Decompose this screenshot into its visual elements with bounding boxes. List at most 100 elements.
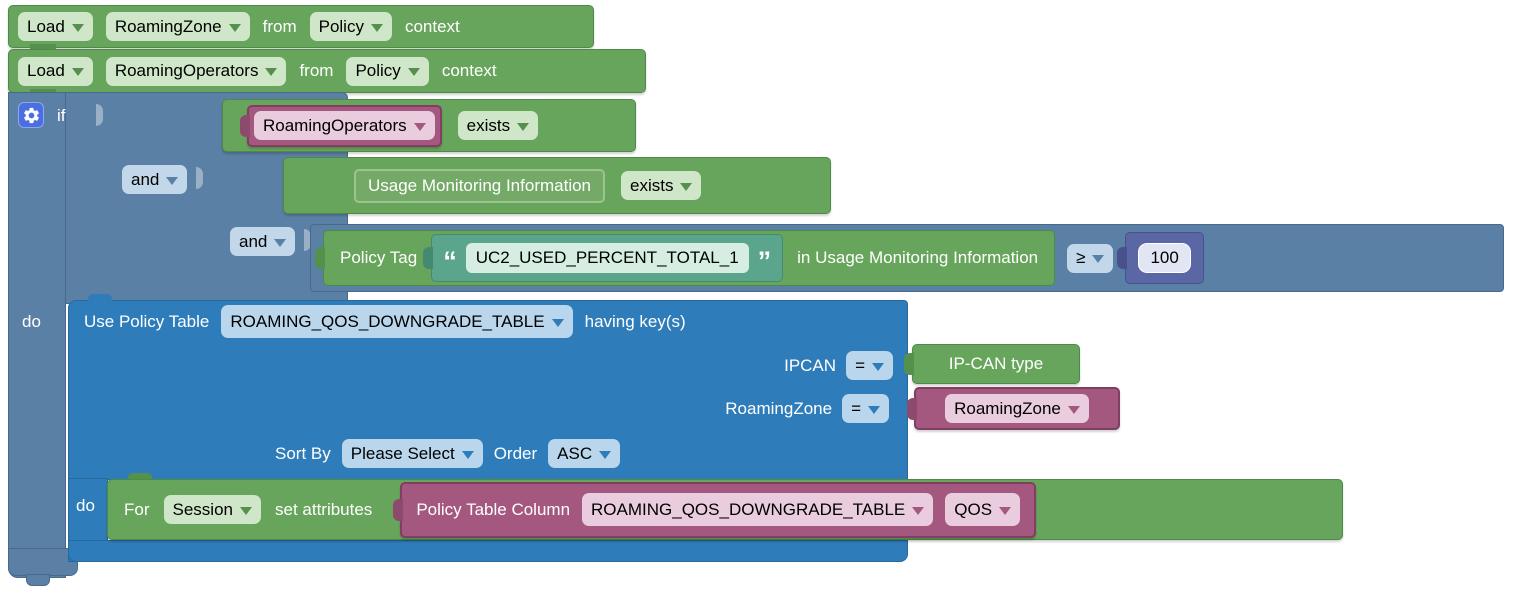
policy-table-column-block[interactable]: Policy Table Column ROAMING_QOS_DOWNGRAD… [393, 481, 1037, 538]
dropdown-arrow-icon [407, 68, 420, 76]
dropdown-value: and [131, 169, 160, 189]
condition-exists-block[interactable]: RoamingOperators exists [222, 99, 636, 152]
puzzle-tab [88, 294, 112, 304]
comparison-block[interactable]: Policy Tag “ UC2_USED_PERCENT_TOTAL_1 ” … [310, 224, 1504, 292]
socket-notch [96, 104, 103, 126]
puzzle-bump [240, 114, 250, 137]
dropdown-arrow-icon [274, 238, 287, 247]
if-label: if [57, 106, 66, 125]
load-variable-dropdown[interactable]: RoamingZone [105, 12, 250, 41]
puzzle-bump [907, 397, 917, 420]
threshold-input[interactable]: 100 [1138, 243, 1191, 273]
dropdown-value: RoamingOperators [114, 61, 259, 80]
dropdown-value: ≥ [1076, 248, 1086, 267]
dropdown-arrow-icon [999, 506, 1012, 515]
dropdown-arrow-icon [551, 318, 564, 327]
policy-tag-label: Policy Tag [340, 248, 418, 267]
number-block[interactable]: 100 [1117, 232, 1204, 284]
puzzle-bump [393, 498, 404, 521]
dropdown-value: Policy [355, 61, 401, 80]
policy-tag-value-input[interactable]: UC2_USED_PERCENT_TOTAL_1 [465, 243, 749, 273]
key-operator-dropdown[interactable]: = [846, 351, 893, 380]
sort-by-label: Sort By [275, 443, 331, 463]
context-label: context [404, 16, 460, 36]
comparison-operator-dropdown[interactable]: ≥ [1067, 243, 1114, 273]
load-verb-dropdown[interactable]: Load [18, 12, 93, 41]
puzzle-bump [904, 353, 914, 375]
condition-exists-block[interactable]: Usage Monitoring Information exists [283, 157, 831, 214]
ipcan-type-value-block[interactable]: IP-CAN type [904, 344, 1080, 384]
policy-table-header-row: Use Policy Table ROAMING_QOS_DOWNGRADE_T… [84, 305, 686, 338]
load-roamingzone-block[interactable]: Load RoamingZone from Policy context [8, 5, 594, 48]
dropdown-arrow-icon [680, 182, 693, 191]
open-quote: “ [443, 246, 457, 276]
puzzle-bump [315, 247, 325, 269]
dropdown-arrow-icon [370, 23, 383, 32]
policy-tag-block[interactable]: Policy Tag “ UC2_USED_PERCENT_TOTAL_1 ” … [315, 230, 1056, 286]
puzzle-bump [423, 247, 434, 269]
key-operator-dropdown[interactable]: = [842, 394, 889, 423]
close-quote: ” [757, 246, 772, 276]
set-attributes-label: set attributes [274, 499, 373, 519]
roamingzone-variable-block[interactable]: RoamingZone [907, 387, 1120, 430]
dropdown-value: = [855, 355, 865, 375]
load-source-dropdown[interactable]: Policy [309, 12, 392, 41]
variable-dropdown[interactable]: RoamingZone [945, 394, 1089, 423]
variable-block[interactable]: RoamingOperators [240, 104, 442, 147]
load-roamingoperators-block[interactable]: Load RoamingOperators from Policy contex… [8, 49, 646, 93]
dropdown-value: Load [27, 16, 65, 36]
dropdown-value: Load [27, 61, 65, 80]
dropdown-value: and [239, 231, 268, 251]
dropdown-arrow-icon [599, 450, 612, 459]
column-table-dropdown[interactable]: ROAMING_QOS_DOWNGRADE_TABLE [582, 493, 934, 526]
policy-table-name-dropdown[interactable]: ROAMING_QOS_DOWNGRADE_TABLE [221, 305, 573, 338]
socket-notch [196, 167, 203, 189]
dropdown-arrow-icon [1092, 255, 1105, 263]
policy-table-do-label: do [76, 496, 95, 515]
sort-by-dropdown[interactable]: Please Select [341, 439, 483, 468]
for-set-attributes-block[interactable]: For Session set attributes Policy Table … [107, 479, 1343, 540]
dropdown-arrow-icon [1067, 405, 1080, 414]
policy-table-column-label: Policy Table Column [416, 499, 571, 519]
key-row-ipcan: IPCAN = [784, 351, 893, 380]
having-keys-label: having key(s) [584, 311, 686, 331]
dropdown-value: RoamingZone [114, 16, 222, 36]
for-target-dropdown[interactable]: Session [163, 495, 261, 524]
puzzle-tab [30, 44, 56, 53]
from-label: from [262, 16, 297, 36]
puzzle-bump [1117, 247, 1128, 269]
column-name-dropdown[interactable]: QOS [945, 493, 1021, 526]
mutator-gear-icon[interactable] [18, 102, 44, 128]
and-operator-dropdown[interactable]: and [230, 227, 296, 256]
usage-monitoring-field: Usage Monitoring Information [354, 168, 606, 203]
if-block-left-column[interactable] [8, 92, 66, 578]
dropdown-arrow-icon [872, 362, 884, 371]
load-verb-dropdown[interactable]: Load [18, 56, 93, 86]
key-name-label: RoamingZone [725, 398, 833, 418]
dropdown-value: = [851, 398, 861, 418]
key-row-roamingzone: RoamingZone = [725, 394, 889, 423]
text-string-block[interactable]: “ UC2_USED_PERCENT_TOTAL_1 ” [423, 234, 784, 282]
dropdown-arrow-icon [912, 506, 925, 515]
dropdown-arrow-icon [868, 405, 880, 414]
dropdown-arrow-icon [166, 176, 179, 185]
load-variable-dropdown[interactable]: RoamingOperators [105, 56, 287, 86]
use-policy-table-bottom-bar [68, 540, 908, 562]
dropdown-value: ASC [557, 443, 593, 463]
sort-row: Sort By Please Select Order ASC [275, 439, 621, 468]
use-policy-table-label: Use Policy Table [84, 311, 210, 331]
exists-dropdown[interactable]: exists [457, 111, 539, 140]
dropdown-value: exists [630, 175, 674, 195]
variable-dropdown[interactable]: RoamingOperators [254, 111, 435, 140]
dropdown-value: Please Select [350, 443, 455, 463]
load-source-dropdown[interactable]: Policy [346, 56, 429, 86]
dropdown-value: RoamingOperators [263, 115, 407, 135]
context-label: context [441, 61, 497, 80]
dropdown-arrow-icon [228, 23, 241, 32]
order-dropdown[interactable]: ASC [548, 439, 621, 468]
dropdown-arrow-icon [265, 68, 278, 76]
and-operator-dropdown[interactable]: and [122, 165, 188, 194]
exists-dropdown[interactable]: exists [621, 171, 702, 200]
socket-notch [304, 229, 311, 251]
